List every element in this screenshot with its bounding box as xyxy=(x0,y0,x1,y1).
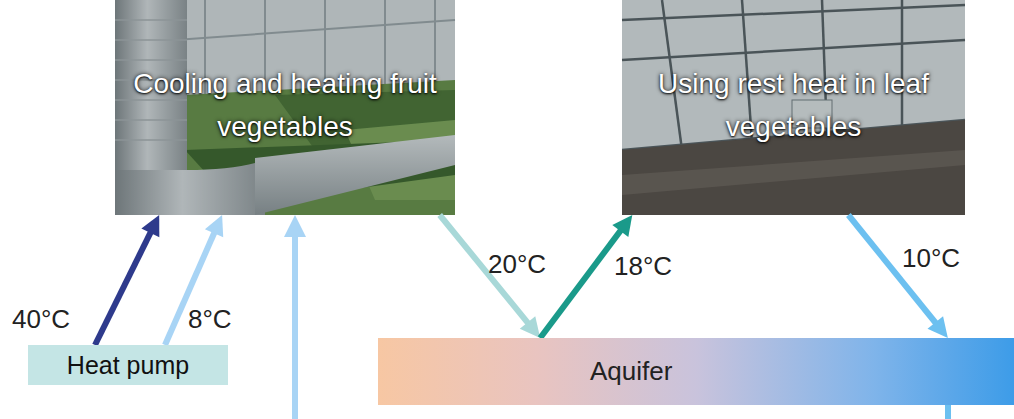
temperature-label: 40°C xyxy=(10,305,72,334)
arrow-head xyxy=(928,316,948,338)
greenhouse-photo: Using rest heat in leaf vegetables xyxy=(622,0,965,215)
pipe-arrow xyxy=(848,215,947,338)
pipe-arrow xyxy=(95,215,159,345)
temperature-label: 20°C xyxy=(486,250,548,279)
temperature-label: 10°C xyxy=(900,244,962,273)
pipe-line xyxy=(95,231,151,345)
temperature-label: 18°C xyxy=(612,252,674,281)
arrow-head xyxy=(520,316,540,338)
fruit-greenhouse-photo xyxy=(115,0,455,215)
greenhouse-photo: Cooling and heating fruit vegetables xyxy=(115,0,455,215)
supply-pipe xyxy=(292,235,298,419)
photo-caption: Cooling and heating fruit vegetables xyxy=(129,62,441,149)
temperature-label: 8°C xyxy=(186,305,234,334)
photo-shade xyxy=(622,0,965,215)
photo-caption: Using rest heat in leaf vegetables xyxy=(636,62,951,149)
arrow-head xyxy=(284,215,306,237)
pipe-line xyxy=(540,229,621,338)
arrow-head xyxy=(612,215,632,237)
leaf-greenhouse-photo xyxy=(622,0,965,215)
heat-pump-box: Heat pump xyxy=(28,345,228,385)
band-label: Aquifer xyxy=(590,356,672,387)
photo-ground xyxy=(622,0,965,215)
box-label: Heat pump xyxy=(67,351,189,380)
aquifer-band: Aquifer xyxy=(378,338,1014,405)
arrow-head xyxy=(205,215,223,237)
arrow-head xyxy=(141,215,159,237)
photo-ground xyxy=(115,0,455,215)
return-pipe xyxy=(945,405,951,419)
photo-shade xyxy=(115,0,455,215)
